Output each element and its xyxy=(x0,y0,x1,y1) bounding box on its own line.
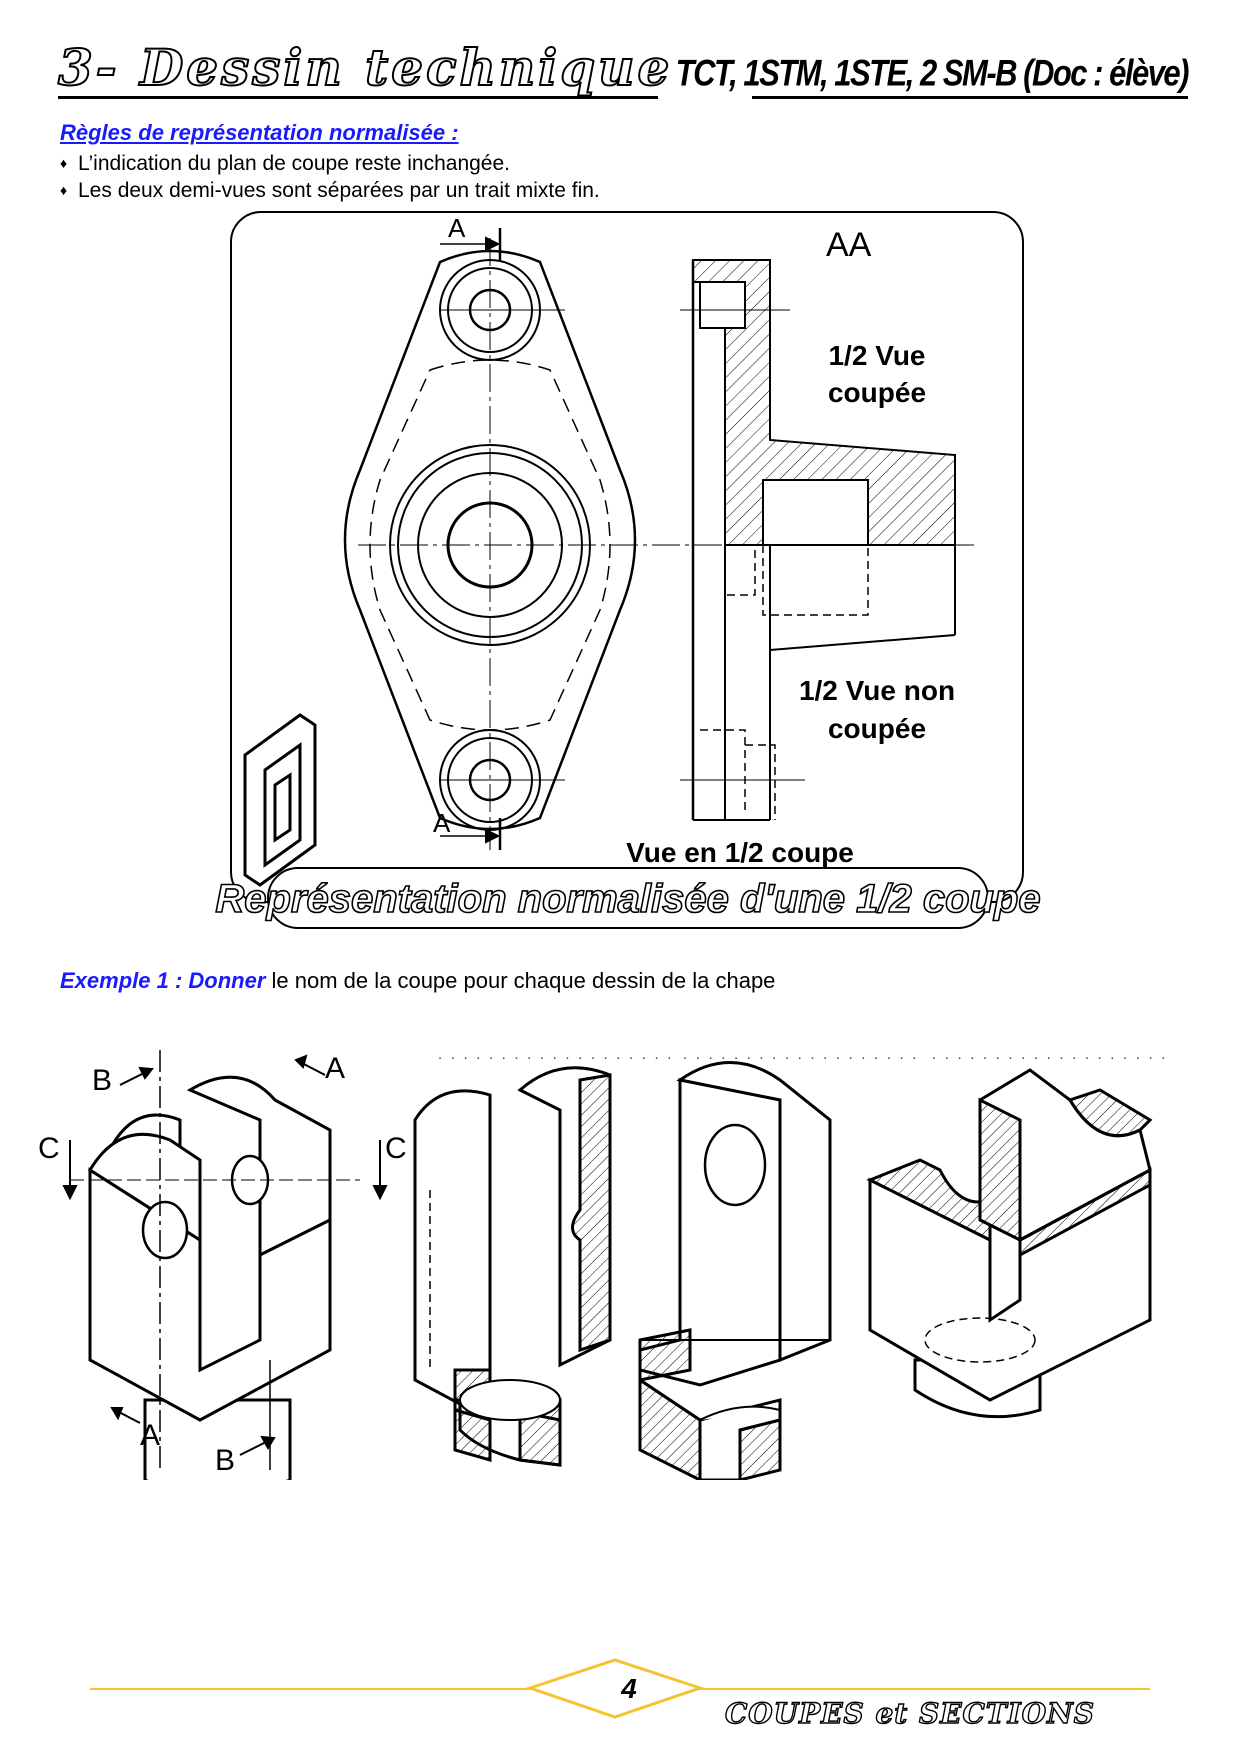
classes-underline xyxy=(752,96,1188,99)
half-section-figure: A A AA 1/2 Vue coupée 1/2 Vue non coupée… xyxy=(215,211,1041,929)
rule-bullet: ♦ Les deux demi-vues sont séparées par un… xyxy=(60,179,600,203)
example-1-instruction: Exemple 1 : Donner le nom de la coupe po… xyxy=(60,968,775,994)
label-half-uncut-line2: coupée xyxy=(828,713,926,744)
rule-text: L’indication du plan de coupe reste inch… xyxy=(78,152,510,175)
section-label-a-bottom: A xyxy=(140,1419,160,1452)
caption-banner xyxy=(267,867,989,929)
label-view: Vue en 1/2 coupe xyxy=(626,837,854,868)
page-number-badge xyxy=(525,1658,705,1719)
cube-symbol-icon xyxy=(243,713,317,887)
section-arrows xyxy=(62,1054,388,1456)
example-1-text: le nom de la coupe pour chaque dessin de… xyxy=(265,968,776,993)
label-half-cut-line1: 1/2 Vue xyxy=(828,340,925,371)
clevis-drawings: B A C C A B xyxy=(38,1050,1153,1480)
diamond-bullet-icon: ♦ xyxy=(60,155,68,171)
rule-text: Les deux demi-vues sont séparées par un … xyxy=(78,179,600,202)
answer-blank-1[interactable]: . . . . . . . . . . . . . . . . . . . xyxy=(438,1046,674,1063)
page-number: 4 xyxy=(621,1673,637,1704)
clevis-reference xyxy=(70,1050,360,1480)
caption-text: Représentation normalisée d'une 1/2 coup… xyxy=(215,877,1040,921)
figure-frame xyxy=(230,211,1024,903)
page-title: 3- Dessin technique xyxy=(57,37,673,98)
answer-blank-2[interactable]: . . . . . . . . . . . . . . . . . . . xyxy=(683,1046,919,1063)
front-view xyxy=(343,228,975,850)
class-levels: TCT, 1STM, 1STE, 2 SM-B (Doc : élève) xyxy=(675,52,1190,94)
clevis-section-1 xyxy=(413,1066,612,1467)
rule-bullet: ♦ L’indication du plan de coupe reste inc… xyxy=(60,152,510,176)
label-half-cut-line2: coupée xyxy=(828,377,926,408)
rules-heading: Règles de représentation normalisée : xyxy=(60,120,459,145)
section-label-a-top: A xyxy=(325,1052,345,1085)
answer-blank-3[interactable]: . . . . . . . . . . . . . . . . . . . xyxy=(932,1046,1168,1063)
clevis-section-3 xyxy=(866,1068,1153,1419)
title-underline xyxy=(58,96,658,99)
diamond-bullet-icon: ♦ xyxy=(60,182,68,198)
section-label-c-right: C xyxy=(385,1132,407,1165)
view-title: AA xyxy=(826,226,872,264)
section-mark-bottom: A xyxy=(433,808,451,838)
label-half-uncut-line1: 1/2 Vue non xyxy=(799,675,955,706)
example-1-label: Exemple 1 : Donner xyxy=(60,968,266,993)
section-label-b-bottom: B xyxy=(215,1444,235,1477)
side-view xyxy=(680,259,956,821)
footer-subject: COUPES et SECTIONS xyxy=(724,1696,1095,1730)
section-label-c-left: C xyxy=(38,1132,60,1165)
clevis-section-2 xyxy=(638,1061,832,1480)
section-mark-top: A xyxy=(448,213,466,243)
section-label-b-top: B xyxy=(92,1064,112,1097)
